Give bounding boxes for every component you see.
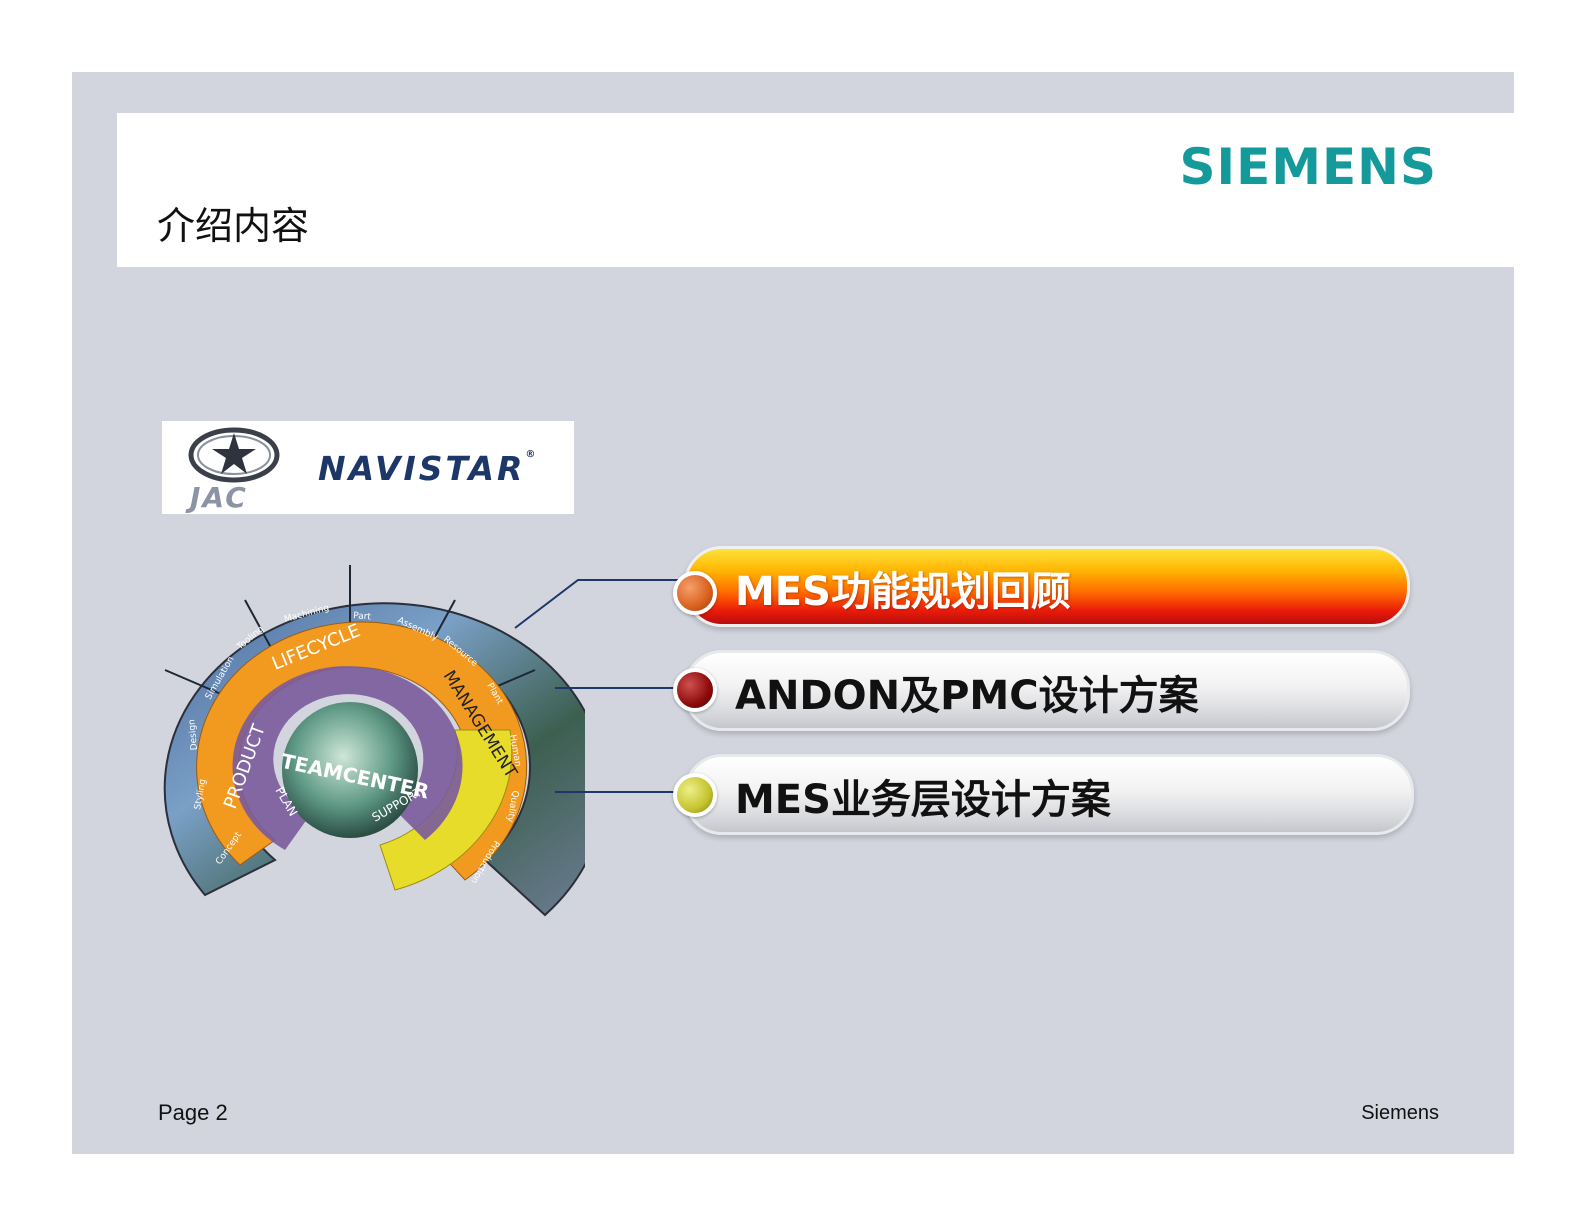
navistar-logo-text: NAVISTAR [318,449,526,488]
menu-item-andon-pmc[interactable]: ANDON及PMC设计方案 [684,650,1410,731]
menu-item-mes-review[interactable]: MES功能规划回顾 [684,546,1410,627]
navistar-registered-mark: ® [525,449,536,460]
menu-item-label: MES业务层设计方案 [735,777,1111,823]
segment-label: Design [187,719,200,751]
partner-logos: JAC NAVISTAR® [162,421,574,514]
menu-item-label: MES功能规划回顾 [735,569,1071,615]
bullet-dot-icon [673,571,717,615]
navistar-logo: NAVISTAR® [318,449,535,488]
teamcenter-globe [282,702,418,838]
footer-company: Siemens [1361,1102,1439,1124]
slide-title: 介绍内容 [157,204,310,248]
bullet-dot-icon [673,773,717,817]
jac-star-icon [188,427,280,483]
connector-lines [514,579,680,793]
page-number: Page 2 [158,1100,228,1125]
menu-item-label: ANDON及PMC设计方案 [735,673,1199,719]
header-band [117,113,1514,267]
segment-label: Part [353,611,372,623]
connector-line [514,579,680,629]
bullet-dot-icon [673,668,717,712]
siemens-logo: SIEMENS [1179,138,1437,196]
menu-item-mes-business[interactable]: MES业务层设计方案 [684,754,1414,835]
plm-wheel-graphic: TEAMCENTER PRODUCT LIFECYCLE MANAGEMENT … [163,565,585,917]
jac-logo-text: JAC [190,481,248,514]
